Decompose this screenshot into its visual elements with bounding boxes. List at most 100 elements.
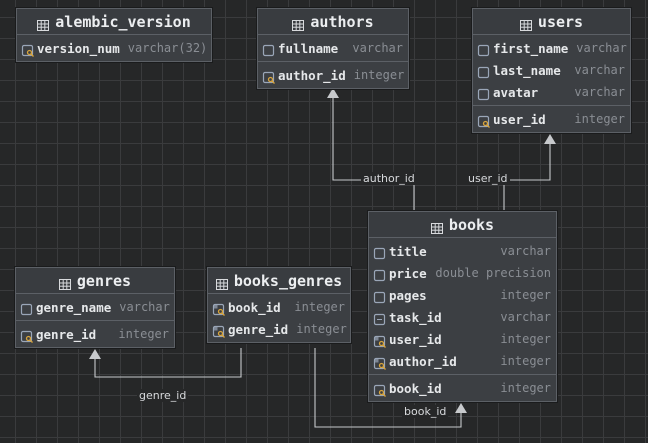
column-name: genre_name bbox=[36, 299, 112, 315]
table-alembic-version[interactable]: alembic_version version_num varchar(32) bbox=[16, 8, 212, 62]
table-title: books_genres bbox=[233, 271, 343, 290]
column-row[interactable]: pages integer bbox=[369, 284, 556, 306]
table-icon bbox=[215, 275, 228, 290]
table-icon bbox=[430, 219, 443, 234]
column-icon bbox=[373, 267, 386, 281]
table-header[interactable]: users bbox=[473, 9, 630, 35]
column-row[interactable]: genre_id integer bbox=[208, 318, 350, 340]
primary-key-icon bbox=[262, 69, 275, 84]
column-name: user_id bbox=[493, 111, 546, 127]
column-type: varchar bbox=[119, 300, 170, 314]
arrowhead-users bbox=[544, 134, 556, 144]
column-name: first_name bbox=[493, 40, 569, 56]
column-icon bbox=[477, 64, 490, 78]
column-row[interactable]: book_id integer bbox=[369, 377, 556, 399]
column-type: integer bbox=[353, 68, 405, 82]
column-type: varchar bbox=[500, 310, 551, 324]
key-separator bbox=[369, 374, 556, 375]
relation-label-book-id: book_id bbox=[402, 405, 449, 418]
column-row[interactable]: avatar varchar bbox=[473, 81, 630, 103]
column-type: varchar(32) bbox=[127, 41, 208, 55]
table-header[interactable]: books_genres bbox=[208, 268, 350, 294]
column-name: version_num bbox=[37, 40, 120, 56]
foreign-key-icon bbox=[373, 355, 386, 370]
column-type: integer bbox=[296, 322, 347, 336]
arrowhead-genres bbox=[89, 349, 101, 359]
column-type: integer bbox=[500, 332, 551, 346]
table-icon bbox=[37, 16, 50, 31]
column-name: user_id bbox=[389, 331, 442, 347]
column-row[interactable]: genre_id integer bbox=[16, 323, 174, 345]
relation-label-user-id: user_id bbox=[466, 172, 510, 185]
primary-key-icon bbox=[20, 328, 33, 343]
relation-line-author-id bbox=[332, 98, 415, 212]
column-name: genre_id bbox=[36, 326, 97, 342]
relation-label-author-id: author_id bbox=[361, 172, 417, 185]
column-icon bbox=[373, 289, 386, 303]
table-icon bbox=[292, 16, 305, 31]
column-name: genre_id bbox=[228, 321, 289, 337]
table-title: genres bbox=[76, 271, 132, 290]
table-header[interactable]: authors bbox=[258, 9, 408, 35]
column-type: integer bbox=[500, 354, 551, 368]
table-icon bbox=[58, 275, 71, 290]
table-icon bbox=[519, 16, 532, 31]
column-type: integer bbox=[500, 381, 551, 395]
table-header[interactable]: genres bbox=[16, 268, 174, 294]
column-row[interactable]: book_id integer bbox=[208, 296, 350, 318]
column-name: book_id bbox=[228, 299, 281, 315]
table-title: users bbox=[537, 12, 584, 31]
column-icon bbox=[477, 42, 490, 56]
primary-key-icon bbox=[477, 113, 490, 128]
column-type: integer bbox=[500, 288, 551, 302]
column-icon bbox=[20, 301, 33, 315]
column-icon bbox=[373, 245, 386, 259]
column-name: book_id bbox=[389, 380, 442, 396]
table-genres[interactable]: genres genre_name varchar genre_id integer bbox=[15, 267, 175, 348]
column-icon bbox=[262, 42, 275, 56]
table-title: books bbox=[448, 215, 495, 234]
column-icon bbox=[477, 86, 490, 100]
key-separator bbox=[16, 320, 174, 321]
column-row[interactable]: version_num varchar(32) bbox=[17, 37, 211, 59]
column-name: task_id bbox=[389, 309, 442, 325]
column-name: avatar bbox=[493, 84, 539, 100]
column-row[interactable]: genre_name varchar bbox=[16, 296, 174, 318]
foreign-key-icon bbox=[212, 301, 225, 316]
column-type: varchar bbox=[574, 63, 625, 77]
column-type: varchar bbox=[352, 41, 403, 55]
column-row[interactable]: task_id varchar bbox=[369, 306, 556, 328]
column-type: varchar bbox=[500, 244, 551, 258]
column-type: double precision bbox=[435, 266, 551, 280]
primary-key-icon bbox=[21, 42, 34, 57]
key-separator bbox=[473, 105, 630, 106]
column-row[interactable]: user_id integer bbox=[369, 328, 556, 350]
column-type: varchar bbox=[574, 85, 625, 99]
column-icon bbox=[373, 311, 386, 325]
column-row[interactable]: fullname varchar bbox=[258, 37, 408, 59]
column-name: pages bbox=[389, 287, 427, 303]
relation-label-genre-id: genre_id bbox=[137, 389, 189, 402]
key-separator bbox=[258, 61, 408, 62]
relation-line-user-id bbox=[503, 142, 551, 212]
column-name: fullname bbox=[278, 40, 339, 56]
column-type: integer bbox=[118, 327, 169, 341]
table-title: alembic_version bbox=[55, 12, 191, 31]
arrowhead-authors bbox=[327, 88, 339, 98]
table-header[interactable]: alembic_version bbox=[17, 9, 211, 35]
column-type: integer bbox=[294, 300, 345, 314]
table-header[interactable]: books bbox=[369, 212, 556, 238]
